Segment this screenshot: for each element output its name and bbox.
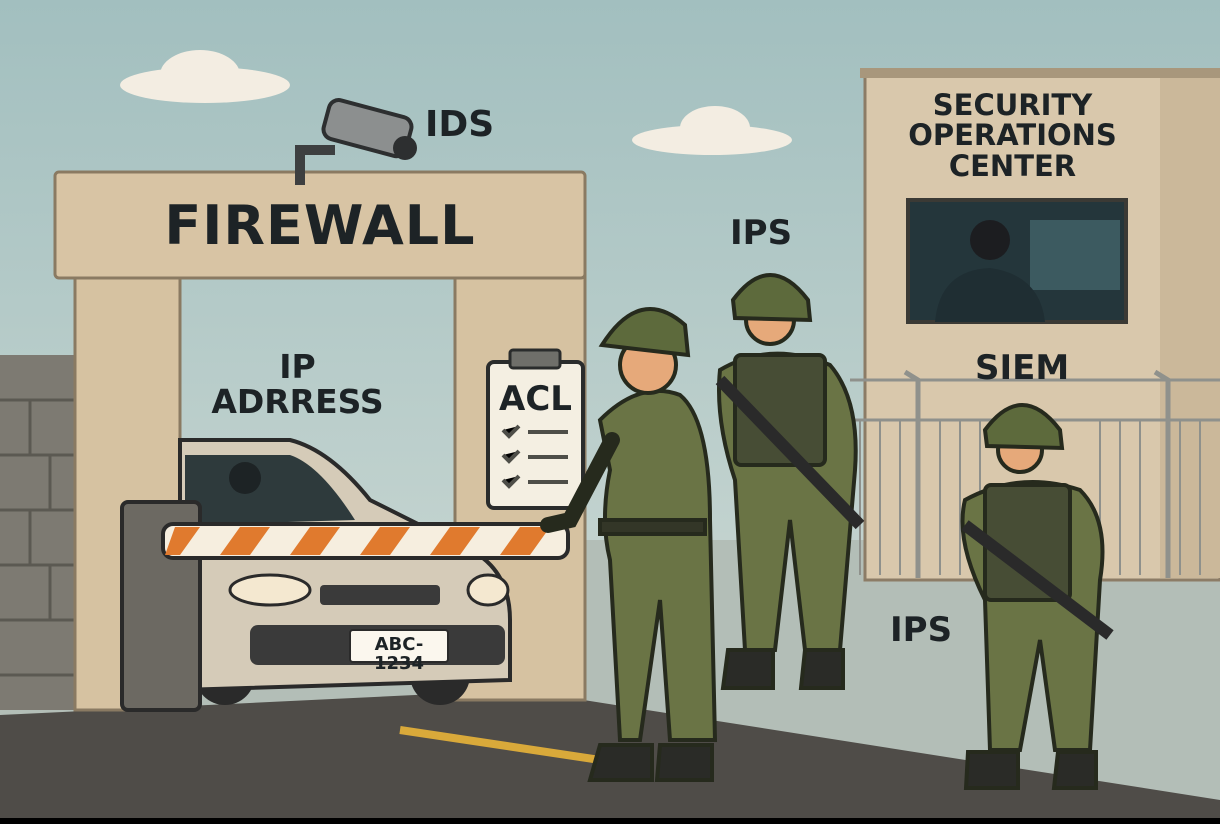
ids-label: IDS	[425, 104, 495, 145]
soc-line2: OPERATIONS	[908, 118, 1117, 153]
soldier-ips-bottom	[960, 403, 1114, 790]
ip-address-label: IP ADRRESS	[205, 347, 390, 421]
license-plate-text: ABC-1234	[373, 634, 425, 674]
acl-label: ACL	[499, 379, 572, 419]
acl-clipboard	[486, 348, 585, 510]
siem-label: SIEM	[975, 348, 1070, 388]
security-camera-icon	[295, 98, 417, 185]
soldier-ips-top	[715, 273, 865, 690]
firewall-label: FIREWALL	[164, 194, 476, 257]
ips-bottom-label: IPS	[890, 610, 953, 650]
ip-address-line2: ADRRESS	[211, 381, 384, 421]
soc-line3: CENTER	[948, 148, 1077, 183]
soc-line1: SECURITY	[932, 88, 1093, 122]
ip-address-line1: IP	[279, 347, 316, 386]
soc-label: SECURITY OPERATIONS CENTER	[880, 88, 1145, 183]
car	[178, 438, 512, 705]
barrier-arm	[120, 500, 570, 712]
brick-wall	[0, 355, 80, 710]
road-line	[399, 726, 601, 764]
ips-top-label: IPS	[730, 213, 793, 253]
license-plate	[349, 629, 449, 663]
cloud-icon	[120, 50, 792, 155]
soldier-acl	[540, 307, 718, 782]
